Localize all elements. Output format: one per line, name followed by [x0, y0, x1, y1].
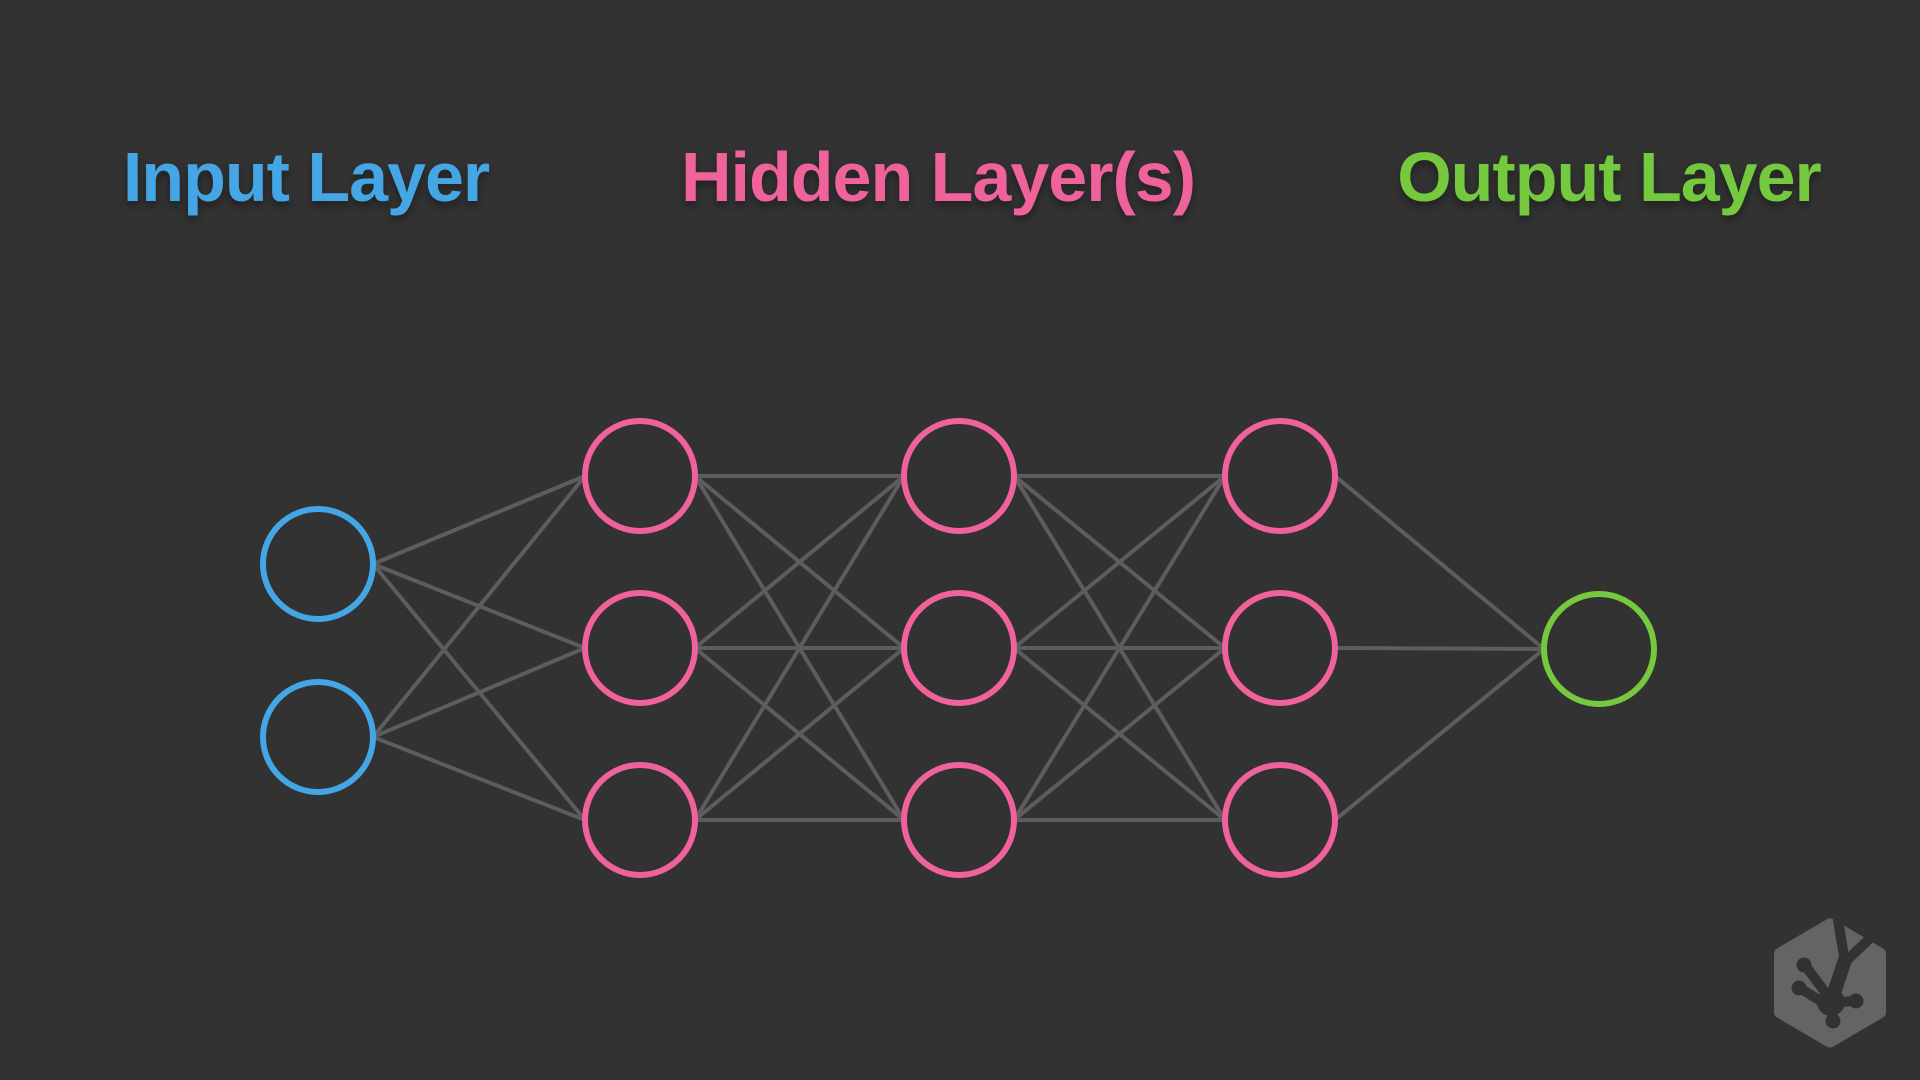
edge-hidden-1-n2-to-hidden-2-n1: [693, 474, 906, 650]
edge-input-n2-to-hidden-1-n3: [372, 735, 586, 822]
hidden-1-node-2: [582, 590, 698, 706]
edge-hidden-2-n3-to-hidden-3-n2: [1012, 646, 1227, 822]
hidden-2-node-1: [901, 418, 1017, 534]
hidden-3-node-3: [1222, 762, 1338, 878]
edge-input-n2-to-hidden-1-n1: [371, 474, 587, 739]
edge-hidden-3-n3-to-output-n1: [1333, 647, 1546, 822]
treehouse-logo-watermark: [1774, 916, 1888, 1048]
output-node-1: [1541, 591, 1657, 707]
edge-hidden-2-n3-to-hidden-3-n1: [1012, 474, 1227, 822]
edge-hidden-2-n2-to-hidden-3-n1: [1012, 474, 1227, 650]
hidden-layers-heading: Hidden Layer(s): [681, 138, 1196, 216]
edge-hidden-3-n2-to-output-n1: [1334, 646, 1545, 651]
hidden-1-node-1: [582, 418, 698, 534]
edge-input-n2-to-hidden-1-n2: [372, 646, 586, 739]
input-layer-heading: Input Layer: [122, 138, 490, 216]
edge-hidden-3-n1-to-output-n1: [1333, 474, 1546, 651]
hidden-2-node-3: [901, 762, 1017, 878]
hidden-3-node-1: [1222, 418, 1338, 534]
output-layer-heading: Output Layer: [1397, 138, 1822, 216]
edge-hidden-1-n3-to-hidden-2-n1: [693, 474, 906, 822]
logo-footprint-cutout: [1791, 916, 1888, 1029]
nodes-group: [260, 418, 1657, 878]
edge-hidden-1-n3-to-hidden-2-n2: [693, 646, 906, 822]
input-node-2: [260, 679, 376, 795]
hidden-3-node-2: [1222, 590, 1338, 706]
input-node-1: [260, 506, 376, 622]
edges-group: [371, 474, 1546, 822]
hidden-1-node-3: [582, 762, 698, 878]
edge-input-n1-to-hidden-1-n1: [372, 474, 586, 566]
hidden-2-node-2: [901, 590, 1017, 706]
